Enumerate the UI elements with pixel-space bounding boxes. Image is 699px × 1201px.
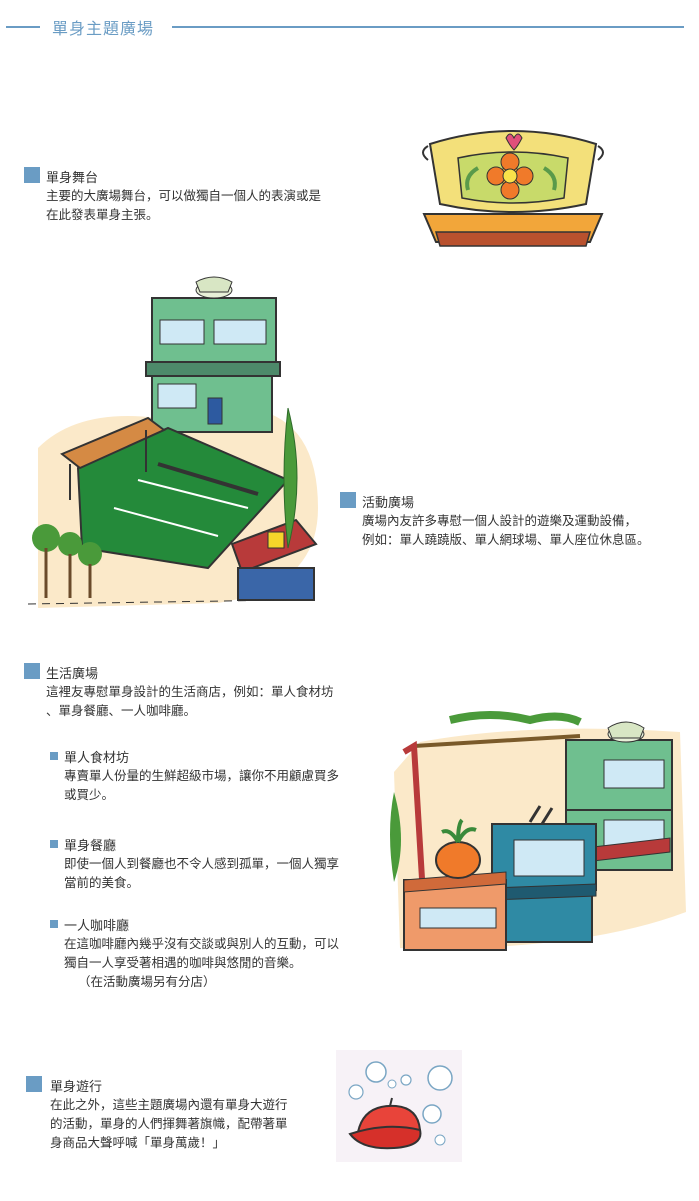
section-title-activity: 活動廣場 (362, 496, 415, 511)
header-rule-left (6, 26, 40, 28)
text-line: （在活動廣場另有分店） (78, 974, 216, 989)
text-line: 主要的大廣場舞台，可以做獨自一個人的表演或是 (46, 188, 322, 203)
section-text-parade: 在此之外，這些主題廣場內還有單身大遊行 的活動，單身的人們揮舞著旗幟，配帶著單 … (50, 1095, 288, 1152)
shops-illustration (390, 711, 686, 951)
text-line: 在這咖啡廳內幾乎沒有交談或與別人的互動，可以 (64, 936, 340, 951)
bullet-square (50, 840, 58, 848)
bullet-square (50, 920, 58, 928)
text-line: 這裡友專慰單身設計的生活商店，例如：單人食材坊 (46, 684, 334, 699)
section-text-activity: 廣場內友許多專慰一個人設計的遊樂及運動設備， 例如：單人蹺蹺版、單人網球場、單人… (362, 511, 650, 549)
section-marker-square (24, 167, 40, 183)
text-line: 當前的美食。 (64, 875, 140, 890)
page-title: 單身主題廣場 (52, 19, 155, 38)
text-line: 的活動，單身的人們揮舞著旗幟，配帶著單 (50, 1116, 288, 1131)
text-line: 例如：單人蹺蹺版、單人網球場、單人座位休息區。 (362, 532, 650, 547)
item-title-ingredients: 單人食材坊 (64, 751, 130, 766)
text-line: 廣場內友許多專慰一個人設計的遊樂及運動設備， (362, 513, 638, 528)
section-marker-square (340, 492, 356, 508)
parade-cap-illustration (336, 1050, 462, 1162)
text-line: 身商品大聲呼喊「單身萬歲！」 (50, 1135, 226, 1150)
text-line: 即使一個人到餐廳也不令人感到孤單，一個人獨享 (64, 856, 340, 871)
text-line: 在此之外，這些主題廣場內還有單身大遊行 (50, 1097, 288, 1112)
section-marker-square (24, 663, 40, 679)
section-marker-square (26, 1076, 42, 1092)
section-text-life: 這裡友專慰單身設計的生活商店，例如：單人食材坊 、單身餐廳、一人咖啡廳。 (46, 682, 334, 720)
item-text-cafe: 在這咖啡廳內幾乎沒有交談或與別人的互動，可以 獨自一人享受著相遇的咖啡與悠閒的音… (64, 934, 339, 991)
bullet-square (50, 752, 58, 760)
text-line: 專賣單人份量的生鮮超級市場，讓你不用顧慮買多 (64, 768, 340, 783)
text-line: 或買少。 (64, 787, 115, 802)
item-title-restaurant: 單身餐廳 (64, 839, 117, 854)
item-text-ingredients: 專賣單人份量的生鮮超級市場，讓你不用顧慮買多 或買少。 (64, 766, 339, 804)
section-title-stage: 單身舞台 (46, 171, 99, 186)
item-title-cafe: 一人咖啡廳 (64, 919, 130, 934)
stage-illustration (422, 130, 604, 247)
item-text-restaurant: 即使一個人到餐廳也不令人感到孤單，一個人獨享 當前的美食。 (64, 854, 339, 892)
section-text-stage: 主要的大廣場舞台，可以做獨自一個人的表演或是 在此發表單身主張。 (46, 186, 321, 224)
section-title-life: 生活廣場 (46, 667, 99, 682)
text-line: 在此發表單身主張。 (46, 207, 159, 222)
section-title-parade: 單身遊行 (50, 1080, 103, 1095)
activity-plaza-illustration (27, 276, 318, 608)
text-line: 、單身餐廳、一人咖啡廳。 (46, 703, 197, 718)
header-rule-right (172, 26, 684, 28)
text-line: 獨自一人享受著相遇的咖啡與悠閒的音樂。 (64, 955, 302, 970)
